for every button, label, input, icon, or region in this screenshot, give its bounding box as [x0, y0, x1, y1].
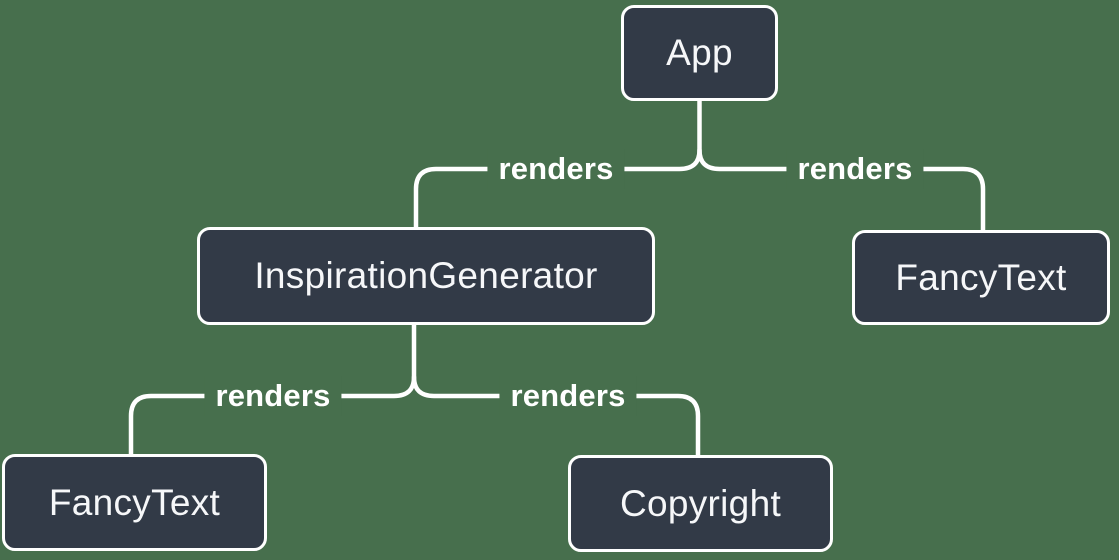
edge-inspirationgenerator-copyright — [411, 374, 701, 460]
tree-node-app-label: App — [666, 32, 733, 73]
tree-node-copyright-label: Copyright — [619, 482, 782, 524]
tree-node-fancy-text-right: FancyText — [852, 230, 1110, 325]
tree-node-copyright: Copyright — [568, 455, 833, 552]
edge-label-renders-inspirationgenerator-copyright: renders — [499, 376, 637, 416]
tree-node-fancy-text-right-label: FancyText — [895, 256, 1067, 298]
edge-app-fancytext — [697, 147, 986, 235]
tree-node-app: App — [621, 5, 778, 101]
tree-node-fancy-text-left: FancyText — [2, 454, 267, 551]
edge-label-renders-app-inspirationgenerator: renders — [487, 149, 625, 189]
tree-node-fancy-text-left-label: FancyText — [48, 481, 221, 523]
edge-label-renders-app-fancytext: renders — [786, 149, 924, 189]
tree-node-inspiration-generator-label: InspirationGenerator — [254, 255, 598, 296]
tree-node-inspiration-generator: InspirationGenerator — [197, 227, 655, 325]
edge-label-renders-inspirationgenerator-fancytext: renders — [204, 376, 342, 416]
